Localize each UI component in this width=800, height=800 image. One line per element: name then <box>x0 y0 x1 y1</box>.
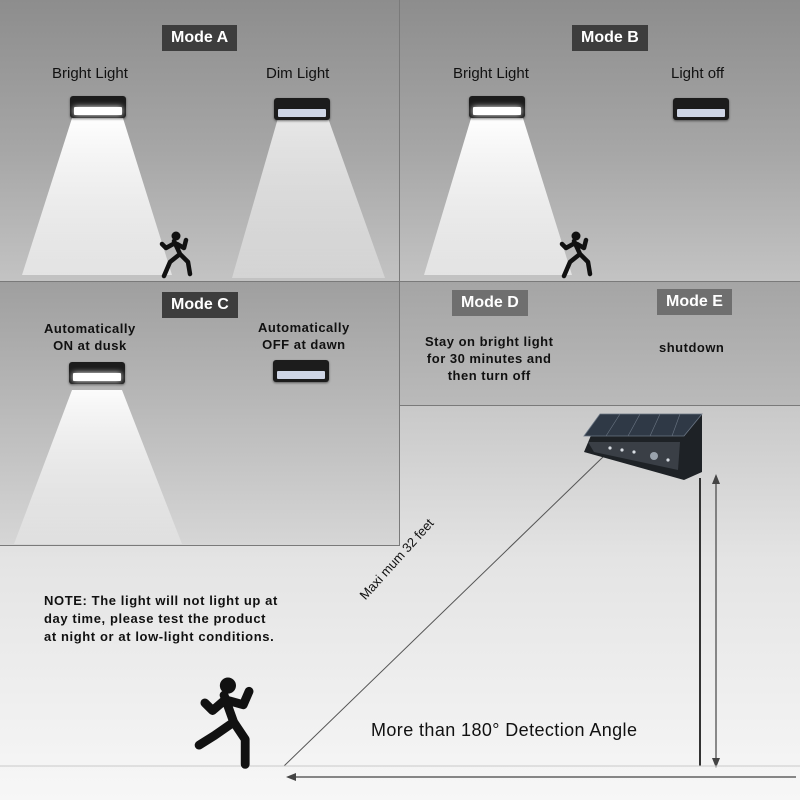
mode-c-tag: Mode C <box>162 292 238 318</box>
mode-b-tag: Mode B <box>572 25 648 51</box>
mode-a-right-caption: Dim Light <box>266 65 330 82</box>
running-person-icon <box>559 231 593 279</box>
solar-lamp-icon <box>673 98 729 120</box>
solar-lamp-icon <box>70 96 126 118</box>
mode-b-right-caption: Light off <box>671 65 725 82</box>
solar-lamp-icon <box>583 413 703 480</box>
mode-e-caption: shutdown <box>659 340 725 355</box>
solar-lamp-icon <box>274 98 330 120</box>
note-text: NOTE: The light will not light up at day… <box>44 593 278 644</box>
mode-de-panel: Mode D Mode E Stay on bright light for 3… <box>400 282 800 406</box>
mode-d-caption: Stay on bright light for 30 minutes and … <box>425 334 554 383</box>
mode-a-tag: Mode A <box>162 25 238 51</box>
solar-lamp-icon <box>273 360 329 382</box>
running-person-icon <box>194 677 254 769</box>
solar-lamp-icon <box>469 96 525 118</box>
mode-d-tag: Mode D <box>452 290 528 316</box>
mode-b-left-caption: Bright Light <box>453 65 529 82</box>
running-person-icon <box>159 231 193 279</box>
mode-c-left-caption: Automatically ON at dusk <box>44 321 136 353</box>
detection-angle-label: More than 180° Detection Angle <box>371 720 638 740</box>
mode-e-tag: Mode E <box>657 289 732 315</box>
mode-a-left-caption: Bright Light <box>52 65 128 82</box>
mode-c-right-caption: Automatically OFF at dawn <box>258 320 350 352</box>
solar-lamp-icon <box>69 362 125 384</box>
